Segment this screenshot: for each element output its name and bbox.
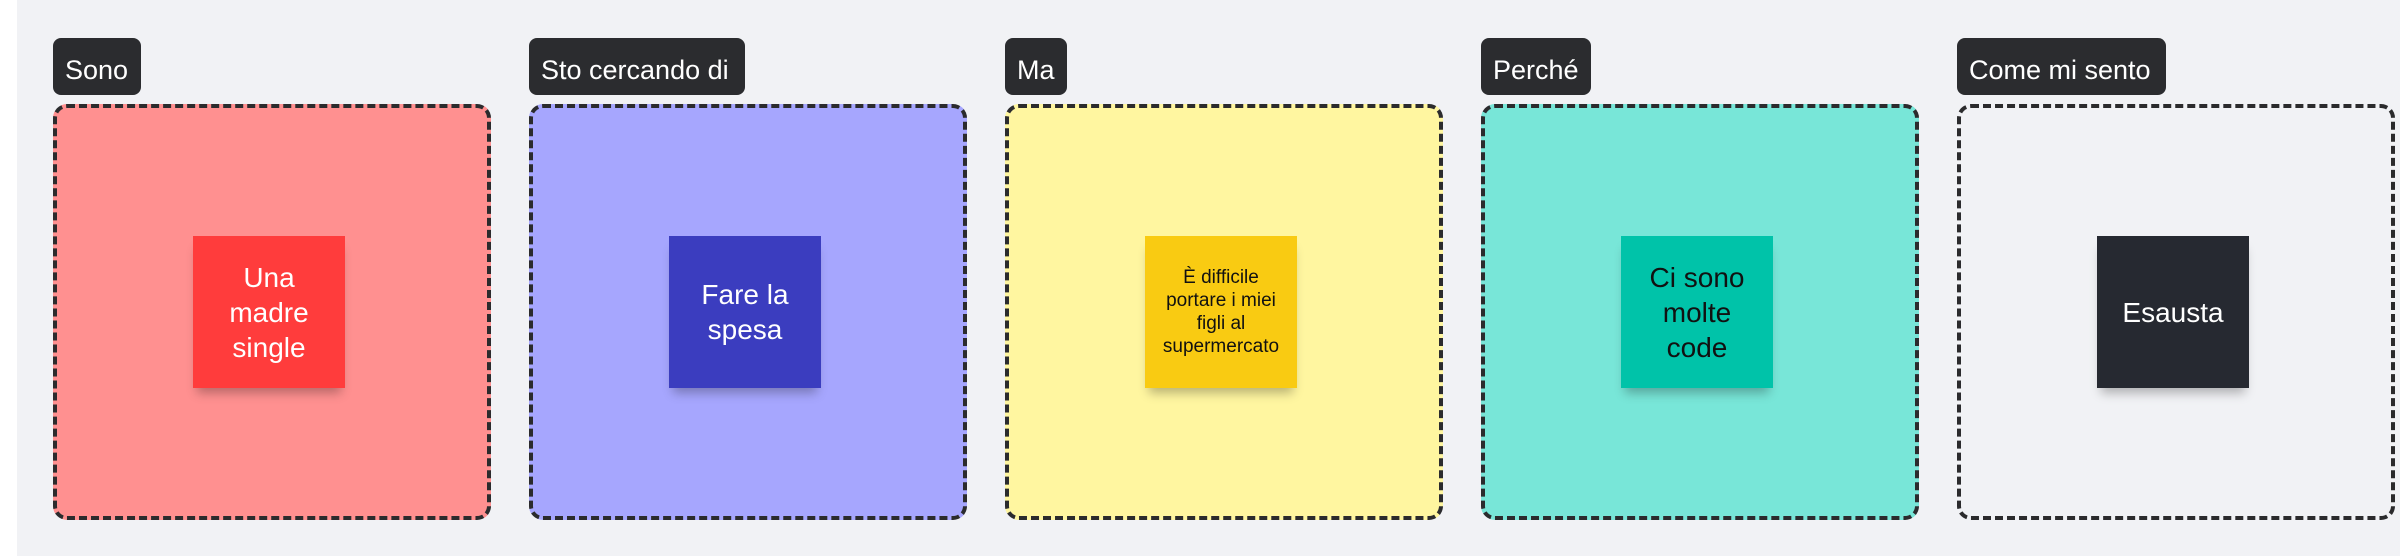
column-perche: Perché Ci sono molte code	[1481, 0, 1921, 556]
column-ma: Ma È difficile portare i miei figli al s…	[1005, 0, 1445, 556]
column-sono: Sono Una madre single	[53, 0, 493, 556]
sticky-note-text: Esausta	[2122, 296, 2224, 328]
sticky-note-text: È difficile portare i miei figli al supe…	[1162, 267, 1280, 357]
sticky-note-text: Ci sono molte code	[1649, 261, 1745, 363]
sticky-note[interactable]: Una madre single	[193, 236, 345, 388]
column-sto-cercando-di: Sto cercando di Fare la spesa	[529, 0, 969, 556]
sticky-note-text: Fare la spesa	[701, 279, 789, 345]
column-title-tab[interactable]: Sono	[53, 38, 141, 95]
sticky-note[interactable]: Esausta	[2097, 236, 2249, 388]
column-title-tab[interactable]: Come mi sento	[1957, 38, 2166, 95]
canvas-edge	[0, 0, 17, 556]
sticky-note[interactable]: Fare la spesa	[669, 236, 821, 388]
column-title-tab[interactable]: Perché	[1481, 38, 1591, 95]
sticky-note[interactable]: È difficile portare i miei figli al supe…	[1145, 236, 1297, 388]
column-title-tab[interactable]: Ma	[1005, 38, 1067, 95]
column-come-mi-sento: Come mi sento Esausta	[1957, 0, 2397, 556]
sticky-note[interactable]: Ci sono molte code	[1621, 236, 1773, 388]
column-title-tab[interactable]: Sto cercando di	[529, 38, 745, 95]
sticky-note-text: Una madre single	[229, 261, 309, 363]
